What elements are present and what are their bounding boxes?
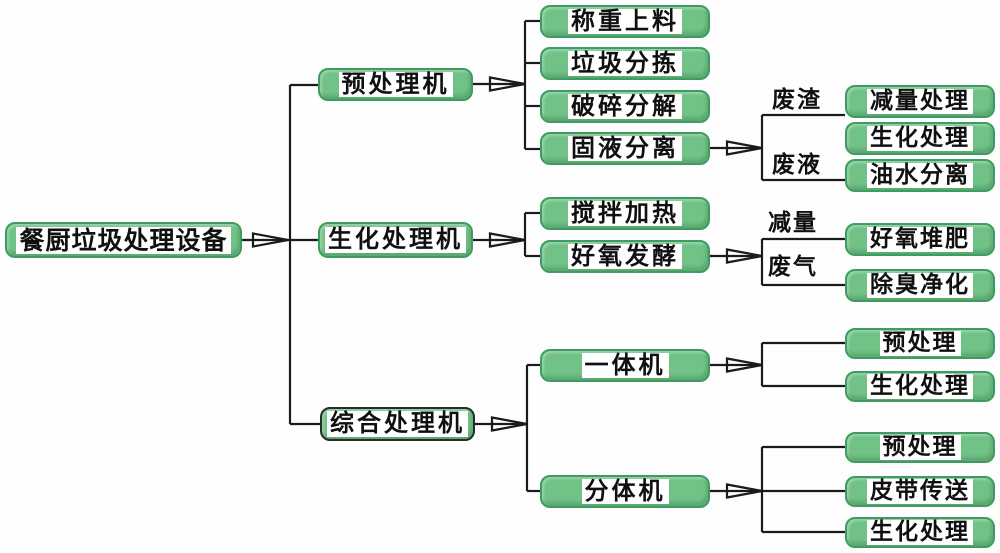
node-waste-sorting: 垃圾分拣 <box>540 47 710 80</box>
node-crushing-decomposition: 破碎分解 <box>540 90 710 123</box>
node-label: 固液分离 <box>568 135 682 162</box>
node-biochemical-treatment-split: 生化处理 <box>845 517 995 548</box>
node-aerobic-fermentation: 好氧发酵 <box>540 240 710 273</box>
node-pretreatment-allinone: 预处理 <box>845 328 995 359</box>
node-label: 称重上料 <box>568 8 682 35</box>
node-label: 预处理机 <box>338 71 453 98</box>
node-label: 生化处理 <box>867 520 973 545</box>
connector-split-outputs <box>710 445 845 534</box>
node-comprehensive-processor: 综合处理机 <box>320 407 475 441</box>
node-reduction-treatment: 减量处理 <box>845 85 995 118</box>
node-label: 生化处理 <box>867 374 973 399</box>
node-label: 预处理 <box>879 331 961 356</box>
node-root-equipment: 餐厨垃圾处理设备 <box>5 222 242 258</box>
node-bio-processor: 生化处理机 <box>318 222 473 258</box>
node-label: 皮带传送 <box>867 479 973 504</box>
node-biochemical-treatment-residue: 生化处理 <box>845 122 995 155</box>
edge-label-waste-liquid: 废液 <box>772 152 822 178</box>
connector-allinone-outputs <box>710 341 845 388</box>
node-label: 生化处理 <box>867 126 973 151</box>
node-biochemical-treatment-allinone: 生化处理 <box>845 371 995 402</box>
node-label: 垃圾分拣 <box>568 50 682 77</box>
node-all-in-one-machine: 一体机 <box>540 349 710 382</box>
node-label: 好氧堆肥 <box>867 227 973 252</box>
connector-preprocessor-children <box>473 19 540 151</box>
node-deodorization-purification: 除臭净化 <box>845 269 995 302</box>
connector-comprehensive-children <box>475 363 540 493</box>
edge-label-reduction: 减量 <box>768 210 818 236</box>
node-oil-water-separation: 油水分离 <box>845 159 995 192</box>
node-aerobic-composting: 好氧堆肥 <box>845 223 995 256</box>
node-label: 除臭净化 <box>867 273 973 298</box>
node-label: 油水分离 <box>867 163 973 188</box>
node-solid-liquid-separation: 固液分离 <box>540 132 710 165</box>
node-label: 破碎分解 <box>568 93 682 120</box>
connector-fermentation-outputs <box>710 237 845 287</box>
node-belt-conveying: 皮带传送 <box>845 476 995 507</box>
node-weighing-feeding: 称重上料 <box>540 5 710 38</box>
node-label: 好氧发酵 <box>568 243 682 270</box>
node-label: 搅拌加热 <box>568 200 682 227</box>
node-label: 生化处理机 <box>325 226 466 253</box>
node-label: 减量处理 <box>867 89 973 114</box>
connector-separation-outputs <box>710 113 845 182</box>
node-stirring-heating: 搅拌加热 <box>540 197 710 230</box>
node-pretreatment-split: 预处理 <box>845 432 995 463</box>
node-label: 预处理 <box>879 435 961 460</box>
edge-label-waste-gas: 废气 <box>768 254 818 280</box>
node-label: 分体机 <box>581 478 669 505</box>
node-label: 综合处理机 <box>327 410 468 437</box>
connector-bioprocessor-children <box>473 211 540 258</box>
node-pre-processor: 预处理机 <box>318 68 473 101</box>
node-label: 一体机 <box>581 352 669 379</box>
node-label: 餐厨垃圾处理设备 <box>16 226 231 254</box>
connector-root-to-branches <box>242 83 320 426</box>
node-split-machine: 分体机 <box>540 475 710 508</box>
edge-label-waste-residue: 废渣 <box>772 87 822 113</box>
